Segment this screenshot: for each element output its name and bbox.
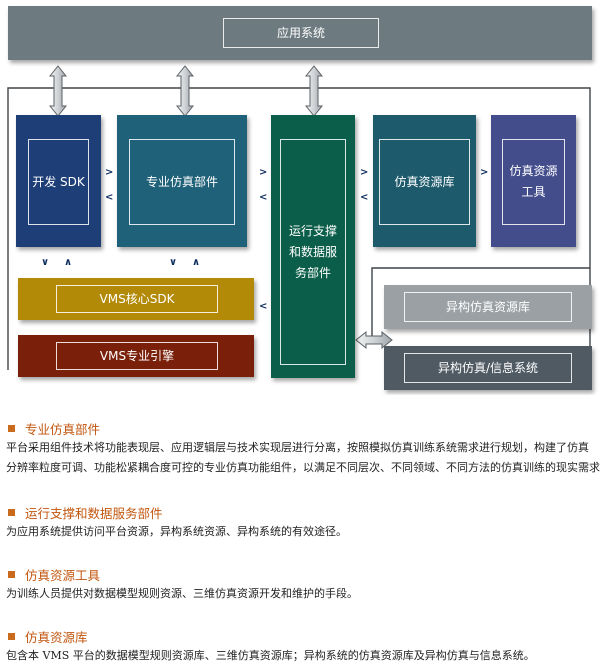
section-body-line: 平台采用组件技术将功能表现层、应用逻辑层与技术实现层进行分离，按照模拟仿真训练系…	[6, 441, 589, 454]
vertical-double-arrow-3	[304, 65, 324, 117]
hetero-sys-box: 异构仿真/信息系统	[384, 346, 592, 390]
section-resource-tool: 仿真资源工具 为训练人员提供对数据模型规则资源、三维仿真资源开发和维护的手段。	[0, 564, 600, 626]
section-title: 仿真资源工具	[25, 567, 101, 583]
outer-frame-line	[7, 87, 591, 378]
vertical-double-arrow-1	[48, 65, 68, 117]
hetero-lib-box: 异构仿真资源库	[384, 285, 592, 329]
resource-tool-box: 仿真资源 工具	[491, 115, 576, 247]
section-body: 平台采用组件技术将功能表现层、应用逻辑层与技术实现层进行分离，按照模拟仿真训练系…	[0, 438, 600, 478]
chevron-right-icon: >	[105, 167, 114, 178]
section-title: 专业仿真部件	[25, 421, 101, 437]
section-title-row: 专业仿真部件	[0, 418, 600, 438]
chevron-left-icon: <	[105, 192, 114, 203]
chevron-up-icon: ∧	[192, 257, 201, 268]
chevron-up-icon: ∧	[64, 257, 73, 268]
section-body: 为训练人员提供对数据模型规则资源、三维仿真资源开发和维护的手段。	[0, 584, 600, 604]
section-title-row: 仿真资源库	[0, 626, 600, 646]
bullet-square-icon	[8, 632, 15, 640]
section-title-row: 运行支撑和数据服务部件	[0, 502, 600, 522]
runtime-box: 运行支撑 和数据服 务部件	[271, 115, 355, 378]
app-system-box: 应用系统	[8, 6, 592, 60]
vms-core-label: VMS核心SDK	[56, 285, 218, 313]
section-resource-lib: 仿真资源库 包含本 VMS 平台的数据模型规则资源库、三维仿真资源库；异构系统的…	[0, 626, 600, 668]
vertical-double-arrow-2	[175, 65, 195, 117]
resource-tool-label-line-1: 仿真资源	[509, 164, 558, 178]
resource-tool-label-line-2: 工具	[521, 185, 546, 199]
chevron-down-icon: ∨	[41, 257, 50, 268]
hetero-lib-label: 异构仿真资源库	[404, 292, 572, 322]
vms-core-box: VMS核心SDK	[18, 278, 254, 320]
section-title: 运行支撑和数据服务部件	[25, 505, 163, 521]
section-body-line: 分辨率粒度可调、功能松紧耦合度可控的专业仿真功能组件，以满足不同层次、不同领域、…	[6, 461, 600, 474]
chevron-left-icon: <	[259, 192, 268, 203]
horizontal-double-arrow	[355, 330, 393, 350]
dev-sdk-label: 开发 SDK	[28, 139, 89, 225]
chevron-left-icon: <	[259, 301, 268, 312]
vms-engine-label: VMS专业引擎	[56, 342, 218, 370]
runtime-label-line-3: 务部件	[294, 265, 331, 280]
bullet-square-icon	[8, 570, 15, 578]
app-system-label: 应用系统	[223, 18, 379, 48]
runtime-label: 运行支撑 和数据服 务部件	[280, 139, 346, 365]
chevron-right-icon: >	[480, 167, 489, 178]
bullet-square-icon	[8, 508, 15, 516]
hetero-sys-label: 异构仿真/信息系统	[404, 353, 572, 383]
description-sections: 专业仿真部件 平台采用组件技术将功能表现层、应用逻辑层与技术实现层进行分离，按照…	[0, 418, 600, 668]
section-body-line: 包含本 VMS 平台的数据模型规则资源库、三维仿真资源库；异构系统的仿真资源库及…	[6, 649, 535, 662]
vms-engine-box: VMS专业引擎	[18, 335, 254, 377]
resource-tool-label: 仿真资源 工具	[502, 139, 565, 225]
resource-lib-box: 仿真资源库	[373, 115, 476, 247]
pro-component-label: 专业仿真部件	[129, 139, 235, 225]
dev-sdk-box: 开发 SDK	[16, 115, 101, 247]
runtime-label-line-1: 运行支撑	[288, 223, 337, 238]
section-body-line: 为训练人员提供对数据模型规则资源、三维仿真资源开发和维护的手段。	[6, 587, 358, 600]
architecture-diagram: 应用系统 开发 SDK 专业仿真部件 运行支撑 和数据服 务部件 仿真资源库 仿…	[7, 6, 592, 390]
section-body: 包含本 VMS 平台的数据模型规则资源库、三维仿真资源库；异构系统的仿真资源库及…	[0, 646, 600, 666]
section-title-row: 仿真资源工具	[0, 564, 600, 584]
pro-component-box: 专业仿真部件	[117, 115, 247, 247]
chevron-left-icon: <	[360, 192, 369, 203]
section-runtime: 运行支撑和数据服务部件 为应用系统提供访问平台资源，异构系统资源、异构系统的有效…	[0, 502, 600, 564]
section-title: 仿真资源库	[25, 629, 88, 645]
chevron-right-icon: >	[259, 167, 268, 178]
chevron-down-icon: ∨	[169, 257, 178, 268]
section-pro-component: 专业仿真部件 平台采用组件技术将功能表现层、应用逻辑层与技术实现层进行分离，按照…	[0, 418, 600, 502]
section-body: 为应用系统提供访问平台资源，异构系统资源、异构系统的有效途径。	[0, 522, 600, 542]
resource-lib-label: 仿真资源库	[379, 139, 470, 225]
section-body-line: 为应用系统提供访问平台资源，异构系统资源、异构系统的有效途径。	[6, 525, 347, 538]
chevron-right-icon: >	[360, 167, 369, 178]
bullet-square-icon	[8, 424, 15, 432]
runtime-label-line-2: 和数据服	[288, 244, 337, 259]
